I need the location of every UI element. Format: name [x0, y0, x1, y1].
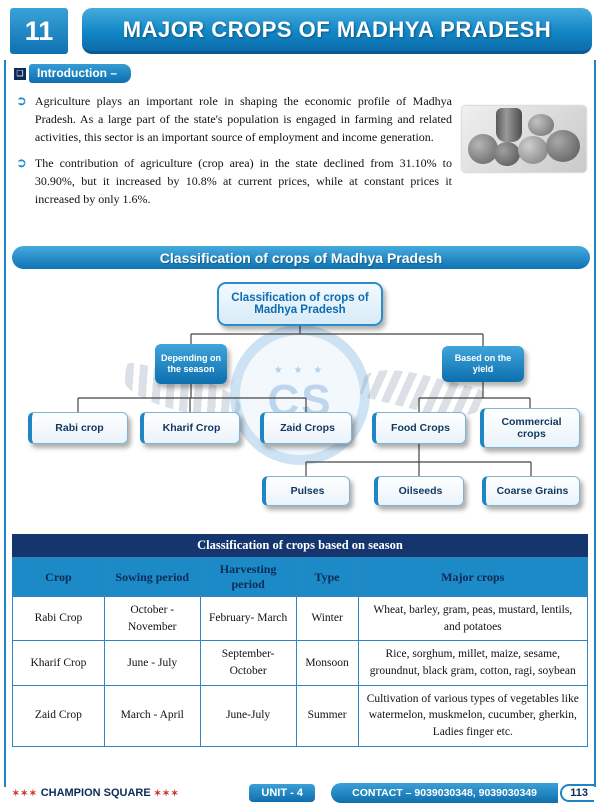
footer-stars-right: ✶✶✶: [153, 788, 180, 798]
cell-harvesting-period: June-July: [199, 684, 297, 747]
flowchart-node-food-crops: Food Crops: [372, 412, 466, 444]
section-banner: Classification of crops of Madhya Prades…: [12, 246, 590, 269]
flowchart-connector-lines: [77, 326, 532, 476]
grain-sack-shape: [496, 108, 522, 142]
page-title: MAJOR CROPS OF MADHYA PRADESH: [82, 8, 592, 54]
left-page-border: [4, 60, 6, 787]
page-header: 11 MAJOR CROPS OF MADHYA PRADESH: [5, 8, 592, 59]
table-header-row: Crop Sowing period Harvesting period Typ…: [12, 557, 589, 597]
cell-crop: Zaid Crop: [12, 684, 105, 747]
cell-type: Monsoon: [295, 640, 359, 686]
column-header-type: Type: [295, 557, 359, 597]
introduction-body: ➲ Agriculture plays an important role in…: [16, 92, 586, 216]
intro-bullet-1: ➲ Agriculture plays an important role in…: [16, 92, 452, 146]
table-title: Classification of crops based on season: [12, 534, 588, 557]
grain-pile-shape: [546, 130, 580, 162]
flowchart-node-pulses: Pulses: [262, 476, 350, 506]
cell-type: Winter: [295, 595, 359, 642]
cell-sowing-period: October - November: [103, 595, 201, 642]
flowchart-node-oilseeds: Oilseeds: [374, 476, 464, 506]
table-row-rabi: Rabi Crop October - November February- M…: [12, 595, 589, 642]
cell-type: Summer: [295, 684, 359, 747]
cell-major-crops: Rice, sorghum, millet, maize, sesame, gr…: [357, 640, 589, 686]
table-row-kharif: Kharif Crop June - July September- Octob…: [12, 640, 589, 686]
right-page-border: [594, 60, 596, 787]
cell-crop: Kharif Crop: [12, 640, 105, 686]
grain-pile-shape: [528, 114, 554, 136]
introduction-section-heading: ❑ Introduction –: [14, 64, 131, 83]
flowchart-node-kharif-crop: Kharif Crop: [140, 412, 240, 444]
flowchart-root-node: Classification of crops of Madhya Prades…: [217, 282, 383, 326]
intro-bullet-text: The contribution of agriculture (crop ar…: [34, 156, 452, 206]
cell-major-crops: Cultivation of various types of vegetabl…: [357, 684, 589, 747]
cell-crop: Rabi Crop: [12, 595, 105, 642]
grain-pile-shape: [494, 142, 520, 166]
column-header-major-crops: Major crops: [357, 557, 589, 597]
flowchart-node-rabi-crop: Rabi crop: [28, 412, 128, 444]
table-row-zaid: Zaid Crop March - April June-July Summer…: [12, 684, 589, 747]
arrow-bullet-icon: ➲: [16, 155, 27, 170]
flowchart-node-coarse-grains: Coarse Grains: [482, 476, 580, 506]
introduction-label: Introduction –: [29, 64, 131, 83]
arrow-bullet-icon: ➲: [16, 93, 27, 108]
cell-harvesting-period: September- October: [199, 640, 297, 686]
intro-bullet-text: Agriculture plays an important role in s…: [34, 94, 452, 144]
cell-sowing-period: March - April: [103, 684, 201, 747]
contact-banner: CONTACT – 9039030348, 9039030349: [330, 783, 559, 803]
cell-harvesting-period: February- March: [199, 595, 297, 642]
cell-major-crops: Wheat, barley, gram, peas, mustard, lent…: [357, 595, 589, 642]
flowchart-branch-yield: Based on the yield: [442, 346, 524, 382]
footer-brand-name: CHAMPION SQUARE: [40, 787, 151, 799]
page-footer: ✶✶✶ CHAMPION SQUARE ✶✶✶ UNIT - 4 CONTACT…: [0, 781, 600, 805]
square-bullet-icon: ❑: [14, 67, 26, 80]
cell-sowing-period: June - July: [103, 640, 201, 686]
unit-label: UNIT - 4: [249, 784, 315, 802]
flowchart-node-commercial-crops: Commercial crops: [480, 408, 580, 448]
grain-pile-shape: [518, 136, 548, 164]
column-header-crop: Crop: [12, 557, 105, 597]
grain-pile-shape: [468, 134, 498, 164]
column-header-harvesting-period: Harvesting period: [199, 557, 297, 597]
crop-classification-flowchart: ★ ★ ★ CS Classification of crops of Madh…: [12, 280, 588, 522]
chapter-number: 11: [5, 8, 68, 59]
season-classification-table: Classification of crops based on season …: [12, 534, 589, 747]
page-number: 113: [560, 784, 594, 802]
flowchart-node-zaid-crops: Zaid Crops: [260, 412, 352, 444]
footer-brand: ✶✶✶ CHAMPION SQUARE ✶✶✶: [12, 787, 179, 799]
watermark-stars: ★ ★ ★: [273, 364, 327, 376]
footer-stars-left: ✶✶✶: [12, 788, 38, 798]
grain-sacks-photo: [462, 106, 586, 172]
flowchart-branch-season: Depending on the season: [155, 344, 227, 384]
intro-bullet-2: ➲ The contribution of agriculture (crop …: [16, 154, 452, 208]
column-header-sowing-period: Sowing period: [103, 557, 201, 597]
